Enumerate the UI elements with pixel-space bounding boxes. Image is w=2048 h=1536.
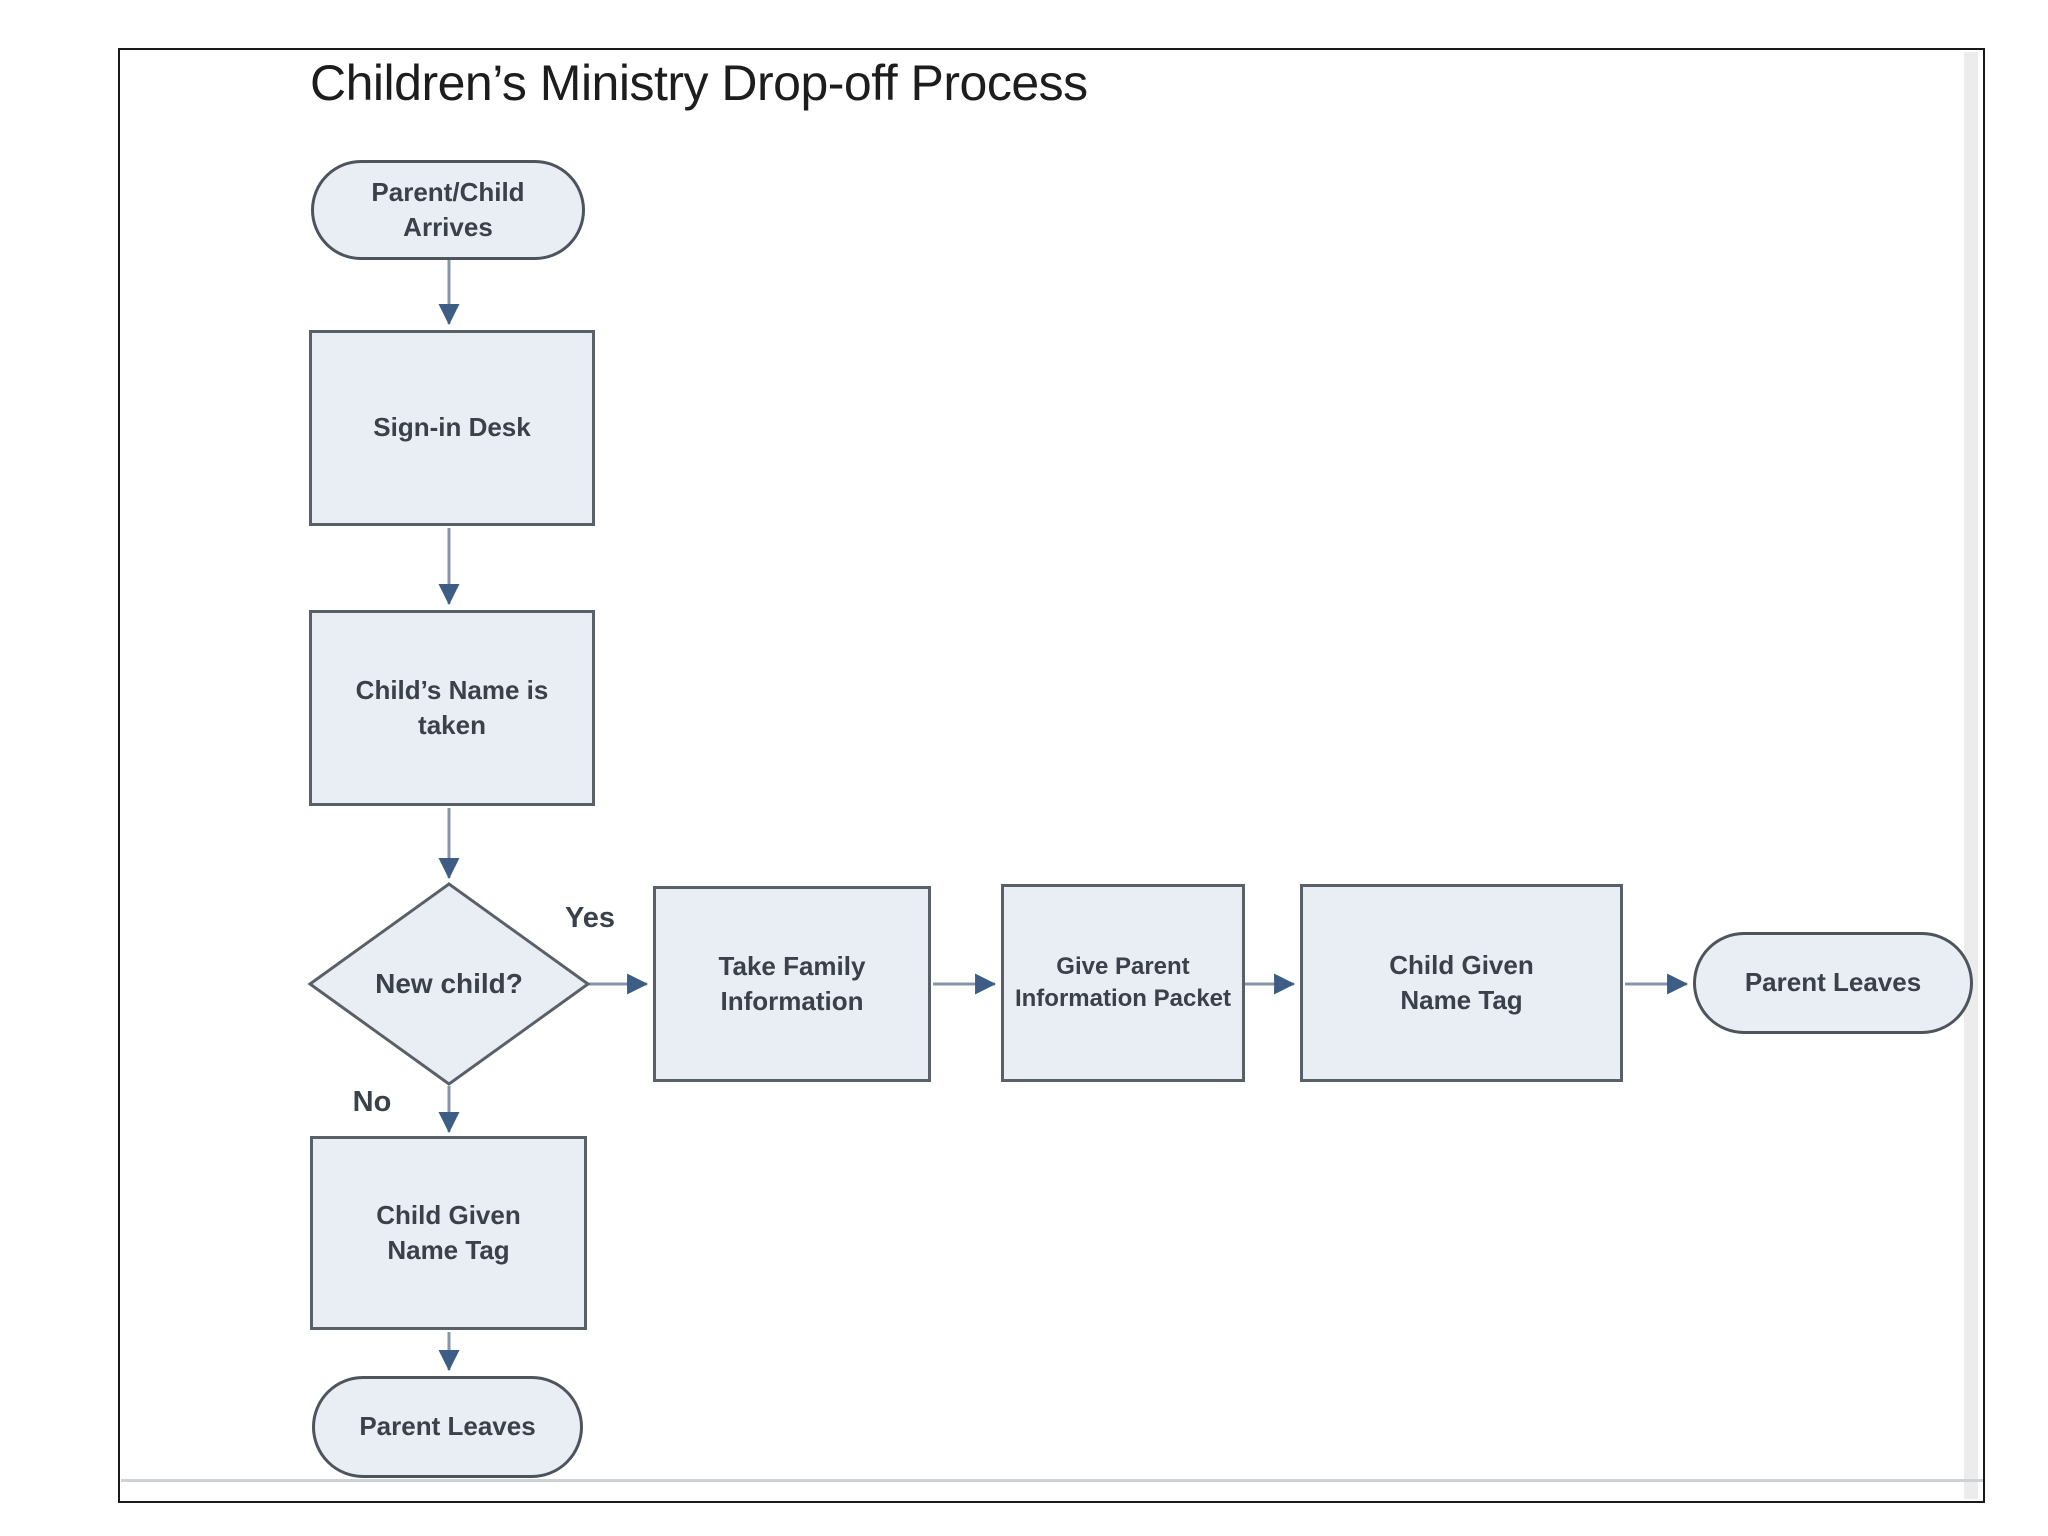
edge-label-yes: Yes xyxy=(565,902,615,934)
diagram-title: Children’s Ministry Drop-off Process xyxy=(310,55,1088,111)
node-parent-leaves-no: Parent Leaves xyxy=(312,1376,583,1478)
node-child-given-name-tag-no: Child Given Name Tag xyxy=(310,1136,587,1330)
edge-label-no: No xyxy=(352,1086,392,1118)
node-take-family-information: Take Family Information xyxy=(653,886,931,1082)
node-child-given-name-tag-yes: Child Given Name Tag xyxy=(1300,884,1623,1082)
frame-inner-shadow xyxy=(1964,52,1978,1499)
node-parent-leaves-yes: Parent Leaves xyxy=(1693,932,1973,1034)
node-childs-name-taken: Child’s Name is taken xyxy=(309,610,595,806)
node-give-parent-packet: Give Parent Information Packet xyxy=(1001,884,1245,1082)
node-sign-in-desk: Sign-in Desk xyxy=(309,330,595,526)
node-decision-new-child: New child? xyxy=(375,968,523,999)
node-start: Parent/Child Arrives xyxy=(311,160,585,260)
frame-footer-line xyxy=(121,1479,1983,1482)
